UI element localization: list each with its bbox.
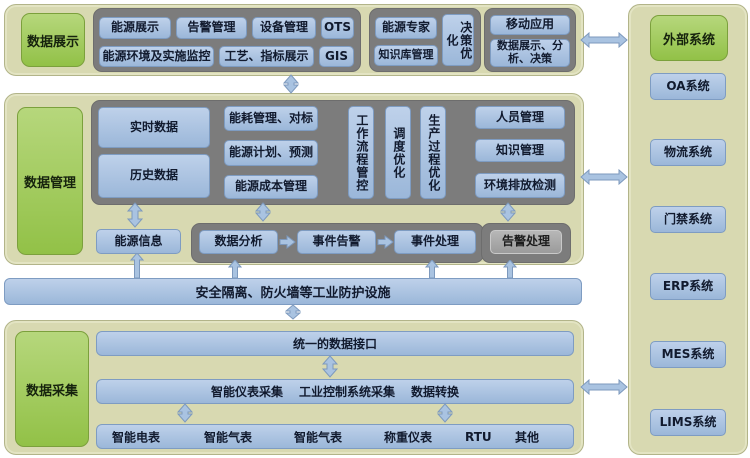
box-energy-plan-forecast: 能源计划、预测: [224, 140, 318, 166]
double-horizontal-arrow: [580, 31, 628, 49]
box-energy-info: 能源信息: [96, 229, 181, 254]
box-access-control-system: 门禁系统: [650, 206, 726, 233]
data-collection-section: 数据采集 统一的数据接口 智能仪表采集 工业控制系统采集 数据转换 智能电表 智…: [4, 320, 584, 455]
data-management-label: 数据管理: [17, 107, 83, 255]
double-vertical-arrow: [282, 74, 300, 94]
label-data-conversion: 数据转换: [411, 385, 460, 399]
mobile-group: 移动应用 数据展示、分析、决策: [484, 8, 576, 72]
double-vertical-arrow: [321, 355, 339, 378]
label-other: 其他: [515, 430, 540, 444]
box-production-process-optimization: 生产过程优化: [420, 106, 446, 199]
label-rtu: RTU: [465, 429, 492, 444]
double-vertical-arrow: [436, 403, 454, 423]
box-knowledge-base-management: 知识库管理: [374, 45, 438, 66]
data-management-section: 数据管理 实时数据 历史数据 能耗管理、对标 能源计划、预测 能源成本管理 工作…: [4, 93, 584, 265]
box-mes-system: MES系统: [650, 341, 726, 368]
box-decision-optimization: 决策优化: [442, 14, 474, 66]
label-industrial-control-collection: 工业控制系统采集: [298, 385, 395, 399]
double-horizontal-arrow: [580, 168, 628, 186]
alarm-handling-group: 告警处理: [481, 223, 571, 263]
box-energy-env-monitoring: 能源环境及实施监控: [99, 46, 214, 67]
double-vertical-arrow: [284, 304, 302, 320]
double-vertical-arrow: [176, 403, 194, 423]
label-weighing-instrument: 称重仪表: [384, 430, 433, 444]
data-collection-label: 数据采集: [15, 331, 89, 447]
box-knowledge-management: 知识管理: [475, 139, 565, 162]
box-event-handling: 事件处理: [394, 230, 476, 254]
box-logistics-system: 物流系统: [650, 139, 726, 166]
collection-middleware-bar: 智能仪表采集 工业控制系统采集 数据转换: [96, 379, 574, 404]
box-energy-expert: 能源专家: [375, 17, 437, 39]
label-smart-meter-collection: 智能仪表采集: [210, 385, 283, 399]
label-smart-gas-meter-1: 智能气表: [204, 430, 253, 444]
up-arrow: [227, 259, 243, 279]
box-dispatch-optimization: 调度优化: [385, 106, 411, 199]
right-arrow-icon: [279, 235, 296, 249]
double-horizontal-arrow: [580, 378, 628, 396]
box-realtime-data: 实时数据: [98, 107, 210, 148]
box-device-management: 设备管理: [252, 17, 316, 39]
box-gis: GIS: [319, 46, 354, 67]
box-energy-display: 能源展示: [99, 17, 171, 39]
double-vertical-arrow: [126, 202, 144, 228]
data-display-section: 数据展示 能源展示 告警管理 设备管理 OTS 能源环境及实施监控 工艺、指标展…: [4, 4, 584, 76]
box-alarm-management: 告警管理: [176, 17, 247, 39]
double-vertical-arrow: [499, 202, 517, 222]
data-display-label: 数据展示: [21, 13, 85, 67]
up-arrow: [129, 252, 145, 279]
right-arrow-icon: [377, 235, 394, 249]
box-lims-system: LIMS系统: [650, 409, 726, 436]
up-arrow: [502, 259, 518, 279]
box-energy-cost-management: 能源成本管理: [224, 175, 318, 199]
box-oa-system: OA系统: [650, 73, 726, 100]
box-erp-system: ERP系统: [650, 273, 726, 300]
box-display-analysis-decision: 数据展示、分析、决策: [490, 39, 570, 67]
up-arrow: [424, 259, 440, 279]
box-energy-consumption-benchmark: 能耗管理、对标: [224, 106, 318, 131]
box-env-emission-monitoring: 环境排放检测: [475, 173, 565, 198]
box-unified-data-interface: 统一的数据接口: [96, 331, 574, 356]
display-apps-group: 能源展示 告警管理 设备管理 OTS 能源环境及实施监控 工艺、指标展示 GIS: [93, 8, 361, 72]
management-apps-group: 实时数据 历史数据 能耗管理、对标 能源计划、预测 能源成本管理 工作流程管控 …: [91, 100, 575, 205]
external-systems-label: 外部系统: [650, 15, 728, 61]
double-vertical-arrow: [254, 202, 272, 222]
box-mobile-app: 移动应用: [490, 15, 570, 35]
external-systems-panel: 外部系统 OA系统 物流系统 门禁系统 ERP系统 MES系统 LIMS系统: [628, 4, 748, 455]
box-process-indicator-display: 工艺、指标展示: [219, 46, 314, 67]
decision-group: 能源专家 知识库管理 决策优化: [369, 8, 481, 72]
box-workflow-control: 工作流程管控: [348, 106, 374, 199]
box-ots: OTS: [321, 17, 354, 39]
box-alarm-handling: 告警处理: [490, 230, 562, 254]
label-smart-electric-meter: 智能电表: [112, 430, 161, 444]
box-personnel-management: 人员管理: [475, 106, 565, 129]
box-history-data: 历史数据: [98, 154, 210, 198]
firewall-bar: 安全隔离、防火墙等工业防护设施: [4, 278, 582, 305]
device-bar: 智能电表 智能气表 智能气表 称重仪表 RTU 其他: [96, 424, 574, 449]
box-event-alarm: 事件告警: [297, 230, 376, 254]
label-smart-gas-meter-2: 智能气表: [294, 430, 343, 444]
event-flow-group: 数据分析 事件告警 事件处理: [191, 223, 484, 263]
box-data-analysis: 数据分析: [199, 230, 278, 254]
